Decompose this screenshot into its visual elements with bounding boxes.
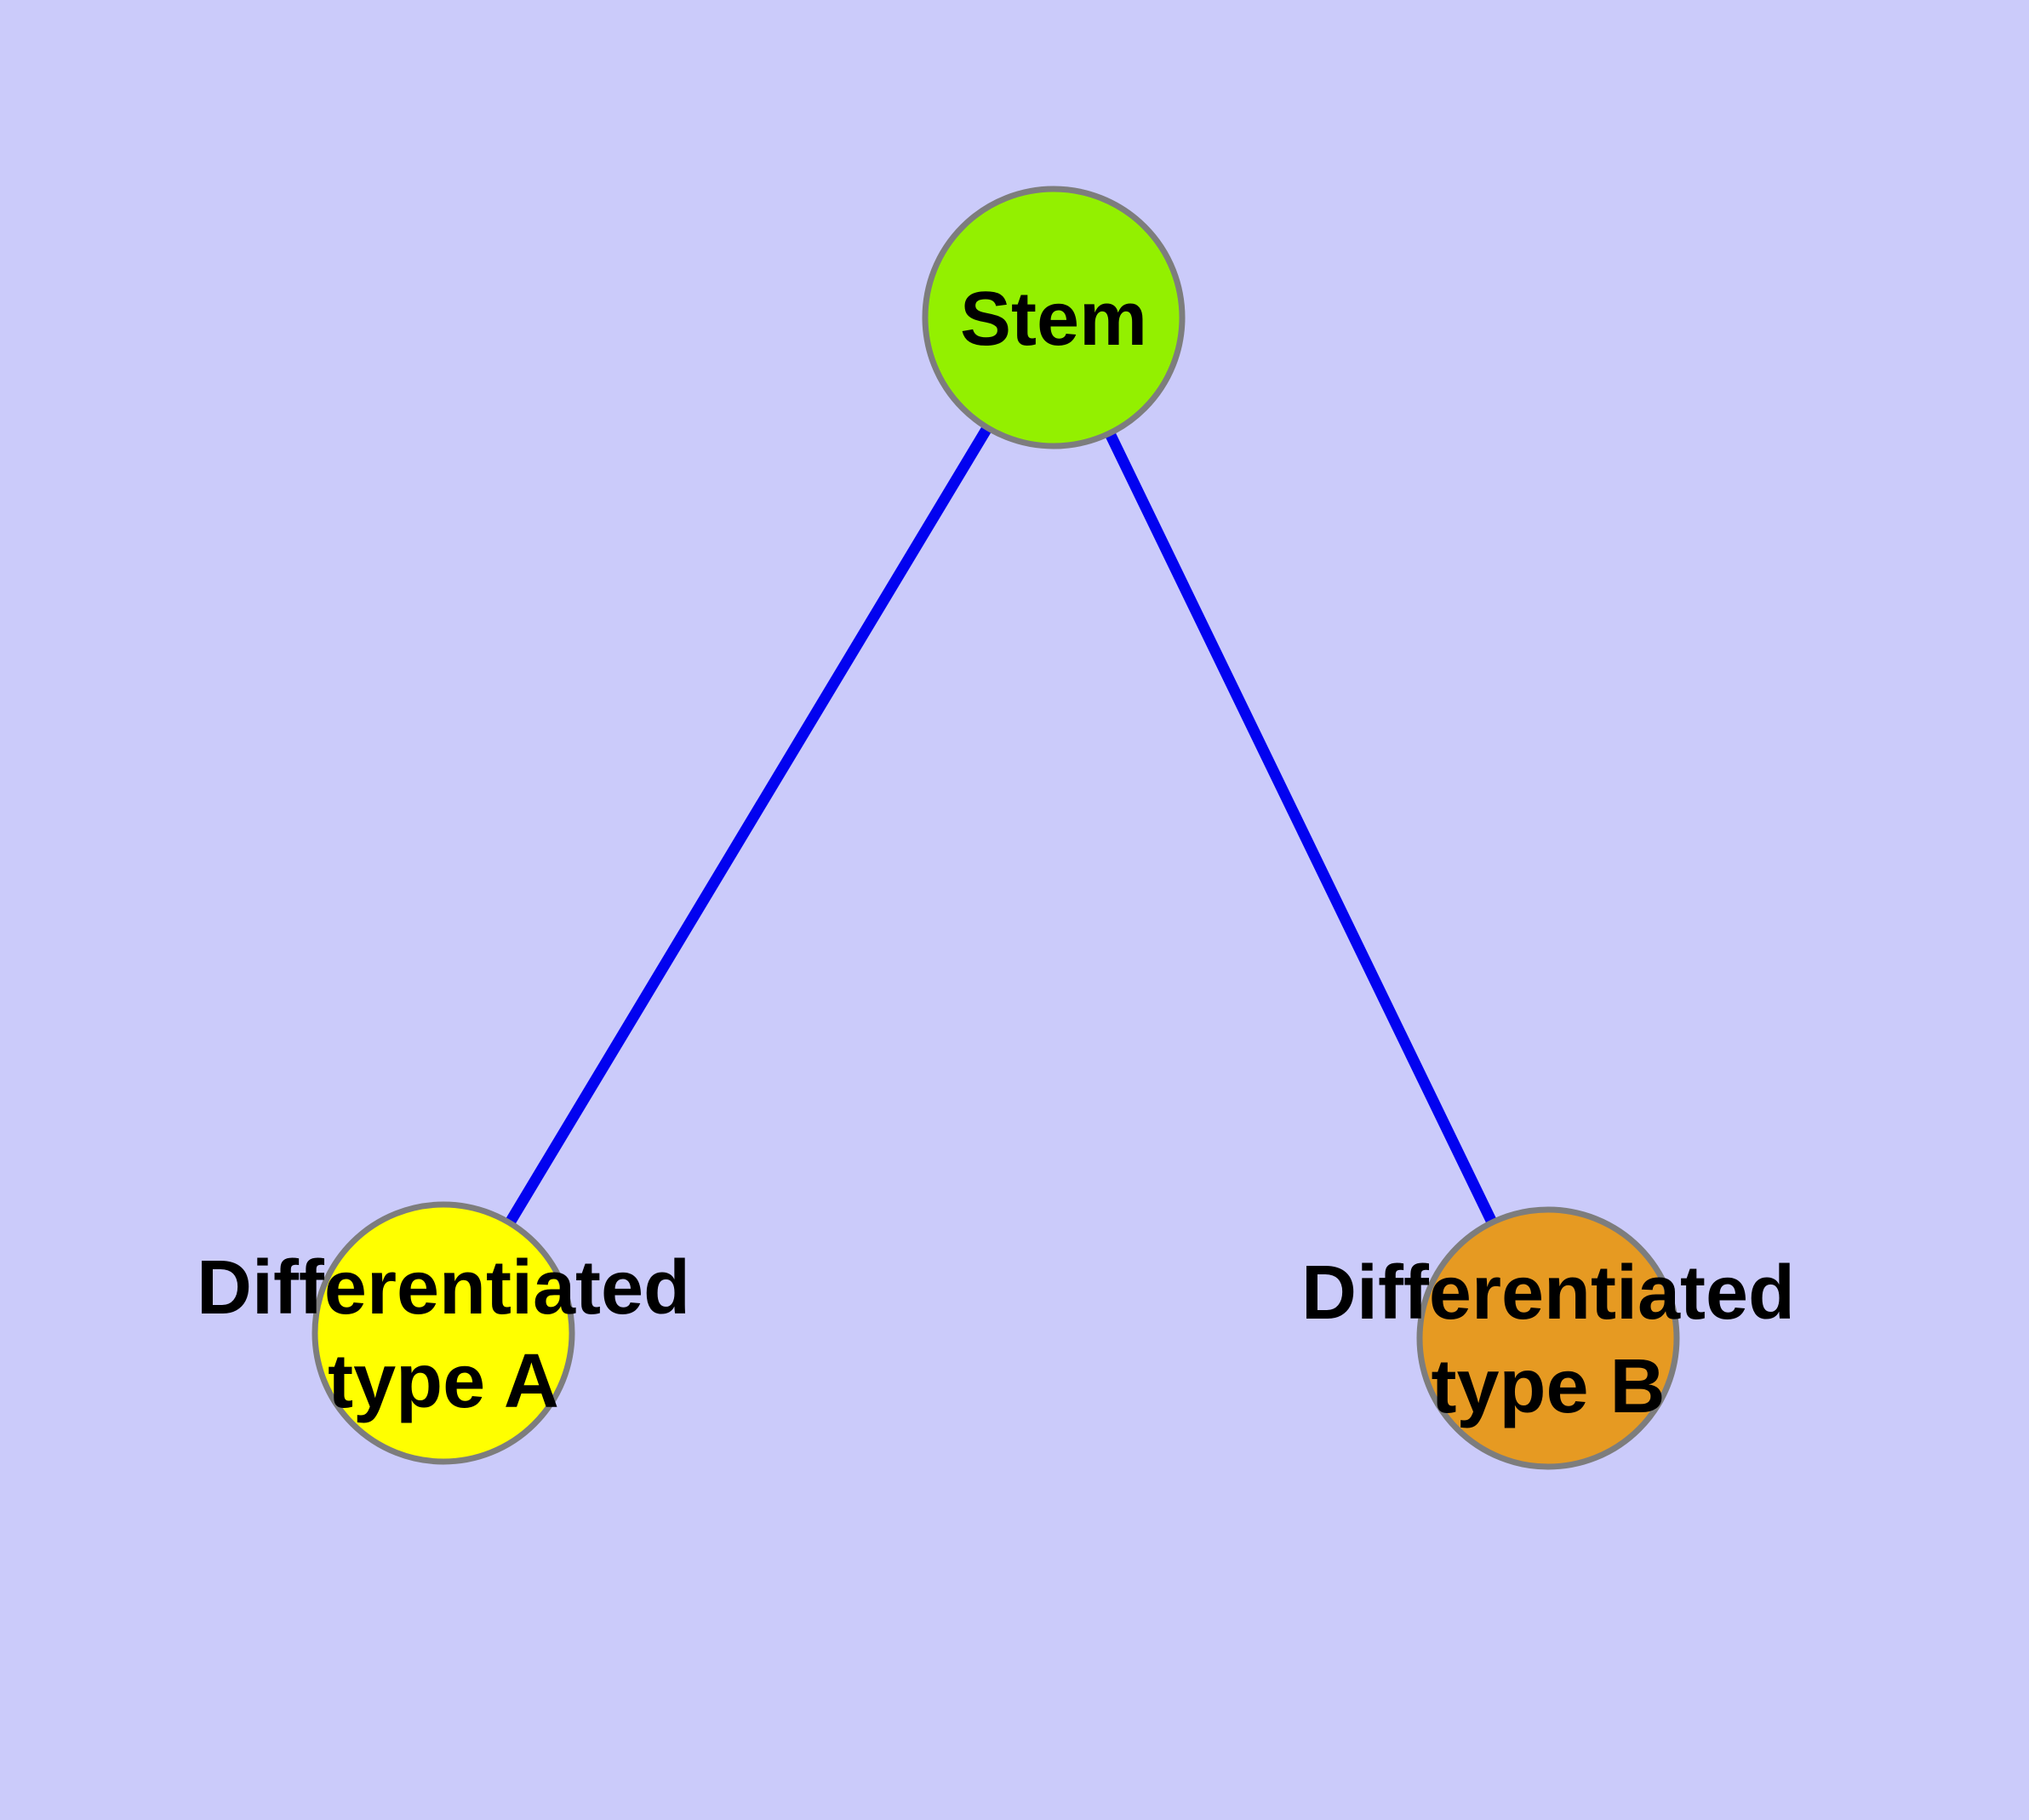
node-stem-circle	[922, 186, 1186, 449]
node-typeA-circle	[311, 1201, 575, 1465]
nodes-layer	[311, 186, 1680, 1470]
node-typeB-label-line-1: Differentiated	[1301, 1251, 1795, 1336]
edge-stem-typeA	[438, 314, 1059, 1336]
node-typeA-label-line-2: type A	[328, 1339, 559, 1424]
edge-stem-typeB	[1049, 315, 1553, 1341]
node-typeA-label-line-1: Differentiated	[197, 1245, 690, 1331]
node-stem-label: Stem	[960, 277, 1147, 362]
node-stem-label-line-1: Stem	[960, 277, 1147, 362]
edges-layer	[438, 314, 1553, 1341]
node-typeB-circle	[1416, 1206, 1680, 1470]
node-typeB-label-line-2: type B	[1431, 1344, 1665, 1429]
